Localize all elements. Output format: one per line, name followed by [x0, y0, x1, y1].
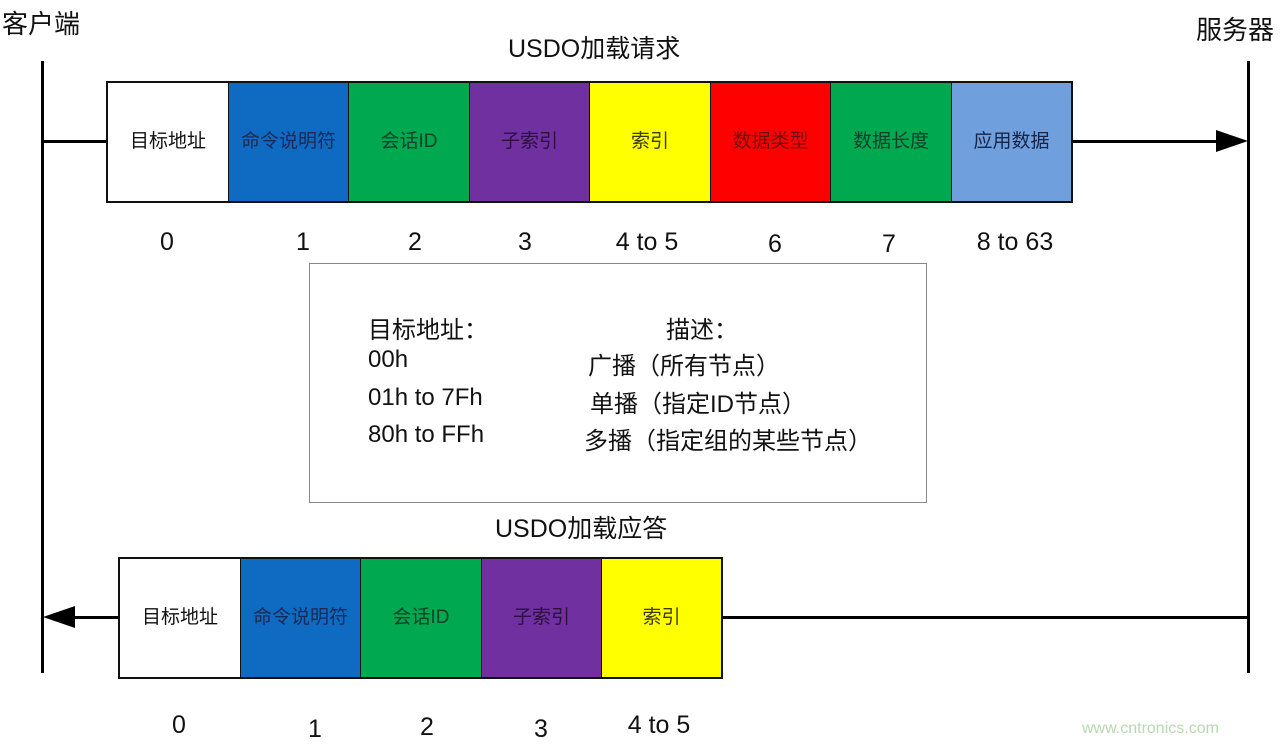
request-index-8-63: 8 to 63: [976, 228, 1054, 256]
response-frame: 目标地址 命令说明符 会话ID 子索引 索引: [118, 557, 723, 679]
legend-row-description: 单播（指定ID节点）: [590, 391, 806, 418]
server-lifeline: [1247, 61, 1250, 673]
response-field-session-id: 会话ID: [361, 559, 482, 677]
request-index-7: 7: [882, 230, 896, 258]
response-field-target-address: 目标地址: [120, 559, 241, 677]
request-field-data-length: 数据长度: [831, 83, 952, 201]
client-label: 客户端: [2, 9, 81, 39]
client-lifeline: [41, 61, 44, 673]
legend-header-address: 目标地址：: [368, 317, 488, 344]
arrow-right-icon: [1216, 130, 1248, 152]
request-index-4-5: 4 to 5: [615, 228, 679, 256]
request-index-3: 3: [518, 228, 532, 256]
request-index-6: 6: [768, 230, 782, 258]
request-field-application-data: 应用数据: [952, 83, 1071, 201]
request-connector-left: [42, 140, 108, 143]
legend-row-address: 01h to 7Fh: [368, 384, 483, 411]
legend-row-address: 80h to FFh: [368, 421, 485, 448]
response-connector-left: [72, 616, 120, 619]
response-index-0: 0: [172, 711, 186, 739]
request-index-1: 1: [296, 228, 310, 256]
arrow-left-icon: [43, 606, 75, 628]
legend-row-address: 00h: [368, 346, 409, 373]
request-connector-right: [1072, 140, 1218, 143]
response-index-2: 2: [420, 713, 434, 741]
response-title: USDO加载应答: [495, 515, 668, 543]
response-index-1: 1: [308, 715, 322, 743]
response-connector-right: [721, 616, 1248, 619]
request-index-2: 2: [408, 228, 422, 256]
response-field-command-specifier: 命令说明符: [241, 559, 361, 677]
legend-row-description: 多播（指定组的某些节点）: [584, 428, 872, 455]
request-frame: 目标地址 命令说明符 会话ID 子索引 索引 数据类型 数据长度 应用数据: [106, 81, 1073, 203]
request-field-data-type: 数据类型: [711, 83, 831, 201]
legend-row-description: 广播（所有节点）: [588, 353, 780, 380]
target-address-legend: 目标地址： 描述： 00h 广播（所有节点） 01h to 7Fh 单播（指定I…: [309, 263, 927, 503]
response-index-3: 3: [534, 715, 548, 743]
response-field-index: 索引: [602, 559, 721, 677]
request-field-command-specifier: 命令说明符: [229, 83, 349, 201]
response-index-4-5: 4 to 5: [627, 711, 691, 739]
request-field-session-id: 会话ID: [349, 83, 470, 201]
request-field-subindex: 子索引: [470, 83, 590, 201]
watermark: www.cntronics.com: [1082, 720, 1219, 737]
request-field-target-address: 目标地址: [108, 83, 229, 201]
legend-header-description: 描述：: [666, 317, 738, 344]
request-index-0: 0: [160, 228, 174, 256]
server-label: 服务器: [1196, 15, 1275, 45]
request-title: USDO加载请求: [508, 35, 681, 63]
response-field-subindex: 子索引: [482, 559, 602, 677]
request-field-index: 索引: [590, 83, 711, 201]
